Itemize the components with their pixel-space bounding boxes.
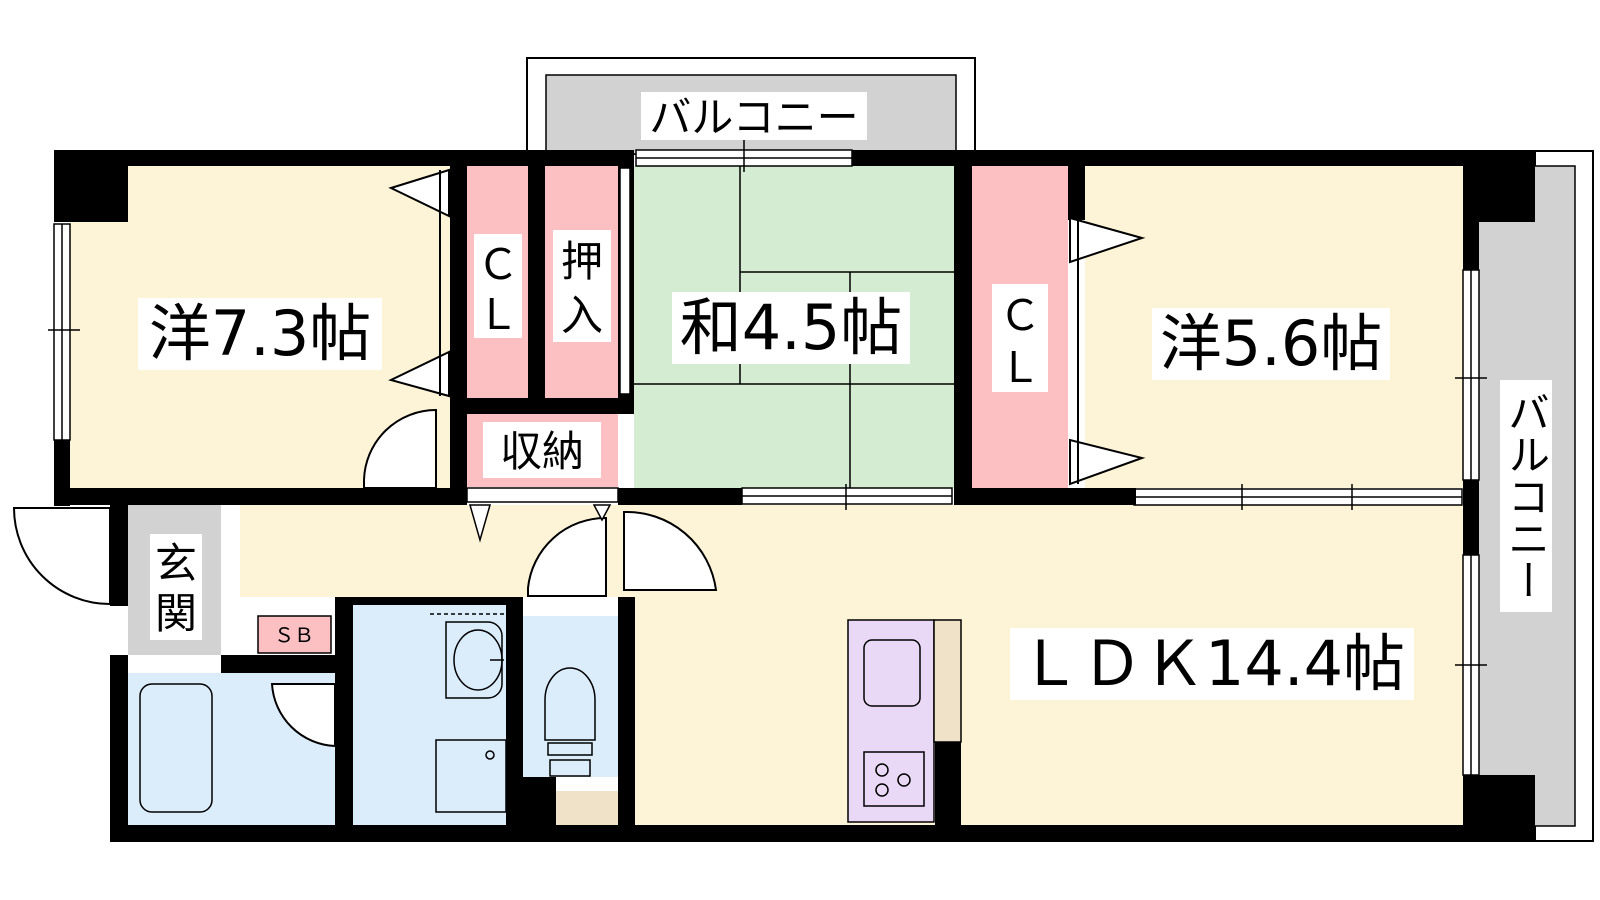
shoebox-label: ＳＢ — [274, 623, 314, 647]
toilet-shelf — [556, 791, 618, 825]
storage-doors — [466, 487, 619, 543]
balcony-right-label: バルコニー — [1502, 391, 1551, 601]
genkan-label-2: 関 — [155, 589, 197, 638]
label-bg-balcony-right — [1500, 380, 1552, 612]
label-bg-room-45 — [672, 292, 910, 364]
shoebox — [257, 615, 332, 654]
label-bg-oshiire — [553, 230, 611, 342]
toilet — [523, 616, 618, 777]
sink-icon — [863, 639, 921, 707]
genkan-label-1: 玄 — [155, 539, 197, 588]
balcony-right — [1477, 150, 1594, 842]
label-bg-closet-left — [474, 234, 522, 338]
closet-right-label-c: Ｃ — [999, 291, 1041, 340]
label-bg-storage — [483, 422, 601, 478]
storage-label: 収納 — [500, 427, 584, 476]
room-western-5-6-label: 洋5.6帖 — [1160, 307, 1383, 380]
washing-machine-icon — [435, 739, 507, 813]
label-bg-genkan — [150, 534, 202, 640]
closet-right-label-l: Ｌ — [999, 343, 1041, 392]
label-bg-balcony-top — [641, 92, 867, 140]
window-left — [48, 223, 80, 441]
door-ldk — [623, 510, 718, 591]
oshiire-doors — [619, 167, 631, 395]
label-bg-closet-right — [992, 284, 1048, 392]
door-bedroom-left — [363, 408, 437, 489]
washbasin-icon — [430, 613, 506, 699]
stove-icon — [863, 751, 925, 807]
toilet-icon — [544, 667, 596, 777]
label-bg-ldk — [1010, 628, 1414, 700]
walls — [54, 150, 1535, 842]
label-bg-room-73 — [138, 298, 382, 370]
balcony-top — [526, 57, 976, 155]
closet-doors-left — [388, 168, 450, 398]
label-bg-room-56 — [1152, 308, 1390, 380]
door-bathroom — [270, 683, 336, 748]
closet-left-label-l: Ｌ — [477, 290, 519, 339]
ldk-label: ＬＤＫ14.4帖 — [1019, 627, 1405, 700]
closet-doors-right — [1069, 216, 1146, 486]
oshiire-label-2: 入 — [561, 291, 603, 340]
room-japanese-4-5-label: 和4.5帖 — [680, 291, 903, 364]
window-ldk-bedroom — [1133, 484, 1463, 510]
bathtub-icon — [139, 683, 213, 813]
closet-left-label-c: Ｃ — [477, 240, 519, 289]
oshiire-label-1: 押 — [561, 237, 603, 286]
balcony-top-label: バルコニー — [649, 93, 858, 142]
door-entrance — [12, 507, 111, 606]
washroom — [353, 605, 506, 825]
room-western-7-3-label: 洋7.3帖 — [149, 297, 372, 370]
